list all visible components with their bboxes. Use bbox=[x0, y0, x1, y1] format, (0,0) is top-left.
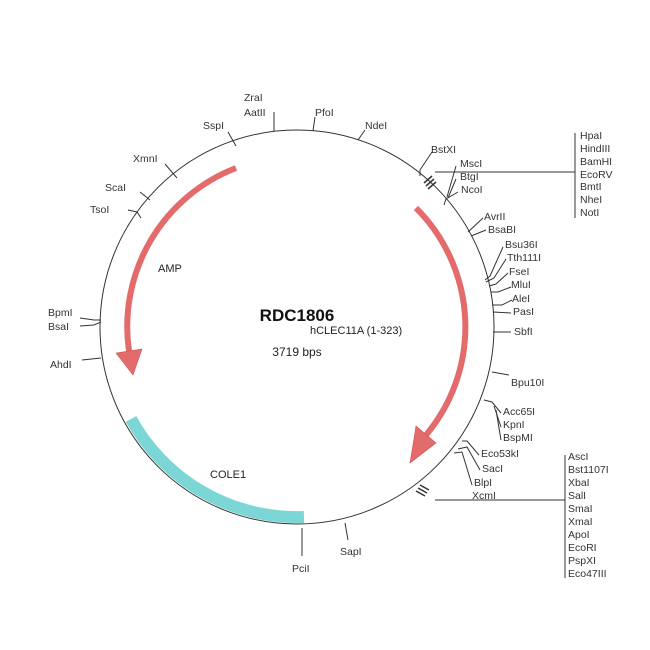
site-label[interactable]: EcoRV bbox=[580, 169, 613, 181]
site-label[interactable]: PasI bbox=[513, 306, 534, 318]
site-label[interactable]: AatII bbox=[244, 107, 266, 119]
site-label[interactable]: SacI bbox=[482, 463, 503, 475]
site-label[interactable]: SmaI bbox=[568, 503, 593, 515]
plasmid-name: RDC1806 bbox=[260, 306, 335, 325]
site-label[interactable]: HpaI bbox=[580, 130, 602, 142]
insert-label: hCLEC11A (1-323) bbox=[310, 325, 402, 337]
site-label[interactable]: BmtI bbox=[580, 181, 602, 193]
cole1-feature[interactable] bbox=[125, 416, 305, 524]
site-label[interactable]: HindIII bbox=[580, 143, 610, 155]
amp-label: AMP bbox=[158, 263, 182, 275]
site-label[interactable]: BlpI bbox=[474, 477, 492, 489]
site-label[interactable]: BstXI bbox=[431, 144, 456, 156]
site-label[interactable]: SspI bbox=[203, 120, 224, 132]
site-label[interactable]: Acc65I bbox=[503, 406, 535, 418]
site-label[interactable]: AvrII bbox=[484, 211, 505, 223]
cole1-label: COLE1 bbox=[210, 469, 246, 481]
site-label[interactable]: ZraI bbox=[244, 92, 263, 104]
site-label[interactable]: XcmI bbox=[472, 490, 496, 502]
insert-arrow[interactable] bbox=[409, 205, 469, 464]
site-label[interactable]: BspMI bbox=[503, 432, 533, 444]
site-label[interactable]: NdeI bbox=[365, 120, 387, 132]
mcs1-list: HpaI HindIII BamHI EcoRV BmtI NheI NotI bbox=[580, 130, 613, 219]
site-label[interactable]: XbaI bbox=[568, 477, 590, 489]
site-label[interactable]: NcoI bbox=[461, 184, 483, 196]
site-label[interactable]: NotI bbox=[580, 207, 599, 219]
site-label[interactable]: Eco47III bbox=[568, 568, 607, 580]
site-label[interactable]: EcoRI bbox=[568, 542, 597, 554]
site-ticks bbox=[79, 112, 576, 578]
site-label[interactable]: Bpu10I bbox=[511, 377, 544, 389]
site-label[interactable]: MscI bbox=[460, 158, 482, 170]
site-label[interactable]: SapI bbox=[340, 546, 362, 558]
site-label[interactable]: ScaI bbox=[105, 182, 126, 194]
site-label[interactable]: Eco53kI bbox=[481, 448, 519, 460]
site-label[interactable]: ApoI bbox=[568, 529, 590, 541]
site-label[interactable]: AscI bbox=[568, 451, 588, 463]
site-label[interactable]: XmaI bbox=[568, 516, 593, 528]
site-label[interactable]: BsaBI bbox=[488, 224, 516, 236]
site-label[interactable]: Bsu36I bbox=[505, 239, 538, 251]
site-label[interactable]: Tth111I bbox=[507, 252, 541, 264]
backbone-circle bbox=[99, 129, 495, 525]
site-label[interactable]: NheI bbox=[580, 194, 602, 206]
site-label[interactable]: BpmI bbox=[48, 307, 73, 319]
site-label[interactable]: KpnI bbox=[503, 419, 525, 431]
site-label[interactable]: BamHI bbox=[580, 156, 612, 168]
site-label[interactable]: Bst1107I bbox=[568, 464, 609, 476]
site-label[interactable]: PspXI bbox=[568, 555, 596, 567]
site-label[interactable]: AhdI bbox=[50, 359, 72, 371]
amp-arrow[interactable] bbox=[115, 165, 238, 376]
site-label[interactable]: AleI bbox=[512, 293, 530, 305]
site-label[interactable]: BtgI bbox=[460, 171, 479, 183]
mcs2-list: AscI Bst1107I XbaI SalI SmaI XmaI ApoI E… bbox=[568, 451, 609, 580]
site-label[interactable]: FseI bbox=[509, 266, 529, 278]
site-label[interactable]: BsaI bbox=[48, 321, 69, 333]
site-label[interactable]: SalI bbox=[568, 490, 586, 502]
site-label[interactable]: XmnI bbox=[133, 153, 158, 165]
site-label[interactable]: SbfI bbox=[514, 326, 533, 338]
plasmid-size: 3719 bps bbox=[272, 345, 321, 359]
site-label[interactable]: MluI bbox=[511, 279, 531, 291]
site-label[interactable]: PfoI bbox=[315, 107, 334, 119]
site-label[interactable]: PciI bbox=[292, 563, 310, 575]
site-label[interactable]: TsoI bbox=[90, 204, 109, 216]
mcs-marks bbox=[415, 175, 437, 497]
